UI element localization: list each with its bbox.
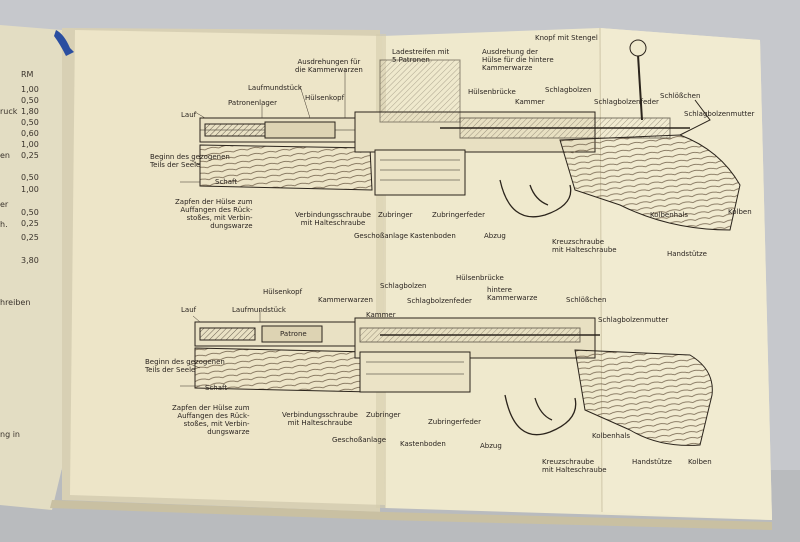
top-label-kammer: Kammer: [515, 98, 545, 106]
bottom-label-kammerwarzen: Kammerwarzen: [318, 296, 373, 304]
top-label-ausdrehung-huelse: Ausdrehung der Hülse für die hintere Kam…: [482, 48, 554, 72]
fragment-6: ng in: [0, 430, 20, 439]
fragment-3: er: [0, 200, 9, 209]
rifle-diagram-bottom: [194, 317, 713, 446]
fragment-1: ruck: [0, 107, 18, 116]
top-label-kastenboden: Kastenboden: [410, 232, 456, 240]
bottom-label-patrone: Patrone: [280, 330, 307, 338]
top-label-patronenlager: Patronenlager: [228, 99, 277, 107]
bottom-label-verbindungsschraube: Verbindungsschraube mit Halteschraube: [282, 411, 358, 427]
top-label-abzug: Abzug: [484, 232, 506, 240]
bottom-label-handstuetze: Handstütze: [632, 458, 672, 466]
top-label-zubringerfeder: Zubringerfeder: [432, 211, 485, 219]
fragment-2: en: [0, 151, 10, 160]
top-label-kolbenhals: Kolbenhals: [650, 211, 688, 219]
top-label-huelsenbruecke: Hülsenbrücke: [468, 88, 516, 96]
bottom-label-kolben: Kolben: [688, 458, 712, 466]
bottom-label-schlagbolzenfeder: Schlagbolzenfeder: [407, 297, 472, 305]
bottom-label-schloesschen: Schlößchen: [566, 296, 607, 304]
price-9: 1,00: [21, 185, 39, 194]
bottom-label-schlagbolzen: Schlagbolzen: [380, 282, 427, 290]
price-7: 0,25: [21, 151, 39, 160]
bottom-label-schaft: Schaft: [205, 384, 228, 392]
top-label-geschossanlage: Geschoßanlage: [354, 232, 409, 240]
top-label-zubringer: Zubringer: [378, 211, 413, 219]
price-3: 1,80: [21, 107, 39, 116]
price-5: 0,60: [21, 129, 39, 138]
bottom-label-zubringerfeder: Zubringerfeder: [428, 418, 481, 426]
top-label-kolben: Kolben: [728, 208, 752, 216]
bottom-label-schlagbolzenmutter: Schlagbolzenmutter: [598, 316, 669, 324]
bottom-label-zapfen: Zapfen der Hülse zum Auffangen des Rück-…: [172, 404, 250, 436]
rifle-diagram-top: [199, 39, 741, 231]
top-label-schlagbolzenmutter: Schlagbolzenmutter: [684, 110, 755, 118]
bottom-label-huelsenkopf: Hülsenkopf: [263, 288, 303, 296]
top-label-verbindungsschraube: Verbindungsschraube mit Halteschraube: [295, 211, 371, 227]
top-label-schlagbolzen: Schlagbolzen: [545, 86, 592, 94]
top-label-handstuetze: Handstütze: [667, 250, 707, 258]
top-label-ausdrehungen: Ausdrehungen für die Kammerwarzen: [295, 58, 363, 74]
bottom-label-geschossanlage: Geschoßanlage: [332, 436, 387, 444]
price-12: 0,25: [21, 233, 39, 242]
top-label-lauf: Lauf: [181, 111, 197, 119]
bottom-label-hintere-kammerwarze: hintere Kammerwarze: [487, 286, 538, 302]
price-2: 0,50: [21, 96, 39, 105]
price-10: 0,50: [21, 208, 39, 217]
bottom-label-laufmundstueck: Laufmundstück: [232, 306, 286, 314]
top-label-schlagbolzenfeder: Schlagbolzenfeder: [594, 98, 659, 106]
top-label-beginn-zuege: Beginn des gezogenen Teils der Seele: [150, 153, 230, 169]
bottom-label-abzug: Abzug: [480, 442, 502, 450]
price-total: 3,80: [21, 256, 39, 265]
top-label-schloesschen: Schlößchen: [660, 92, 701, 100]
bottom-label-kammer: Kammer: [366, 311, 396, 319]
price-1: 1,00: [21, 85, 39, 94]
bottom-label-lauf: Lauf: [181, 306, 197, 314]
price-8: 0,50: [21, 173, 39, 182]
price-6: 1,00: [21, 140, 39, 149]
fragment-5: hreiben: [0, 298, 31, 307]
currency-header: RM: [21, 70, 34, 79]
price-11: 0,25: [21, 219, 39, 228]
bottom-label-zubringer: Zubringer: [366, 411, 401, 419]
top-label-laufmundstueck: Laufmundstück: [248, 84, 302, 92]
fragment-4: h.: [0, 220, 8, 229]
top-label-zapfen: Zapfen der Hülse zum Auffangen des Rück-…: [175, 198, 253, 230]
top-label-ladestreifen: Ladestreifen mit 5 Patronen: [392, 48, 450, 64]
top-label-knopf: Knopf mit Stengel: [535, 34, 598, 42]
bottom-label-beginn-zuege: Beginn des gezogenen Teils der Seele: [145, 358, 225, 374]
top-label-schaft: Schaft: [215, 178, 238, 186]
top-label-kreuzschraube: Kreuzschraube mit Halteschraube: [552, 238, 617, 254]
bottom-label-kreuzschraube: Kreuzschraube mit Halteschraube: [542, 458, 607, 474]
leader-lines: [180, 68, 346, 387]
bottom-label-kastenboden: Kastenboden: [400, 440, 446, 448]
bottom-label-kolbenhals: Kolbenhals: [592, 432, 630, 440]
bottom-label-huelsenbruecke: Hülsenbrücke: [456, 274, 504, 282]
price-4: 0,50: [21, 118, 39, 127]
top-label-huelsenkopf: Hülsenkopf: [305, 94, 345, 102]
